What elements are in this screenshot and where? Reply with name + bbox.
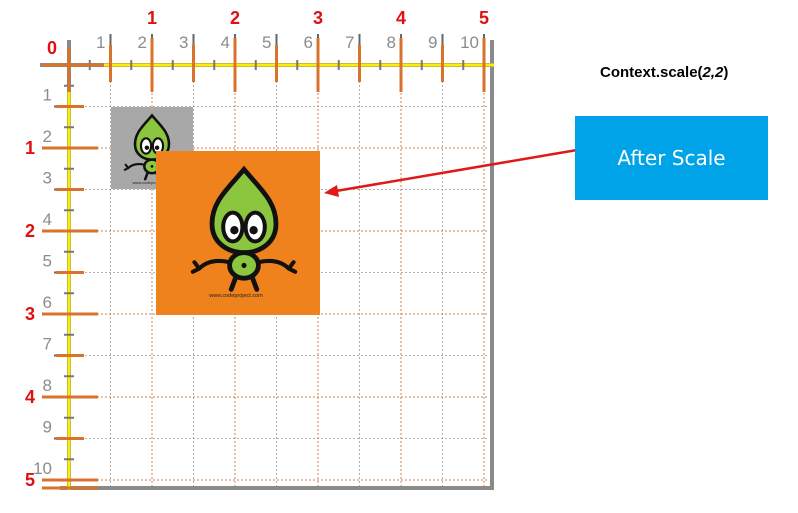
y-unscaled-label: 5: [43, 252, 52, 271]
y-unscaled-label: 1: [43, 86, 52, 105]
y-unscaled-label: 7: [43, 335, 52, 354]
y-scaled-label: 2: [25, 221, 35, 241]
after-scale-callout: After Scale: [575, 116, 768, 200]
grid-lines: [69, 65, 488, 488]
x-unscaled-label: 1: [96, 33, 105, 52]
x-unscaled-label: 8: [387, 33, 396, 52]
x-unscaled-label: 5: [262, 33, 271, 52]
y-scaled-label: 1: [25, 138, 35, 158]
scaled-image-caption: www.codeproject.com: [208, 293, 263, 299]
y-scaled-label: 4: [25, 387, 35, 407]
x-unscaled-label: 6: [304, 33, 313, 52]
y-unscaled-label: 2: [43, 127, 52, 146]
y-unscaled-label: 6: [43, 293, 52, 312]
scale-args: 2,2: [702, 64, 724, 81]
scaled-image: www.codeproject.com: [156, 151, 320, 315]
x-scaled-label: 2: [230, 8, 240, 28]
x-unscaled-label: 9: [428, 33, 437, 52]
x-unscaled-label: 2: [138, 33, 147, 52]
after-scale-label: After Scale: [617, 146, 726, 170]
y-scaled-label: 3: [25, 304, 35, 324]
y-unscaled-label: 9: [43, 418, 52, 437]
x-unscaled-label: 10: [460, 33, 479, 52]
x-unscaled-label: 4: [221, 33, 230, 52]
x-scaled-label: 5: [479, 8, 489, 28]
y-scaled-label: 5: [25, 470, 35, 490]
x-scaled-label: 1: [147, 8, 157, 28]
axes: [40, 34, 494, 490]
y-unscaled-label: 10: [33, 459, 52, 478]
origin-label: 0: [47, 38, 57, 58]
arrow: [324, 148, 578, 197]
y-unscaled-label: 8: [43, 376, 52, 395]
scale-call-title: Context.scale(2,2): [600, 64, 729, 81]
y-unscaled-label: 4: [43, 210, 52, 229]
x-scaled-label: 3: [313, 8, 323, 28]
x-unscaled-label: 3: [179, 33, 188, 52]
x-scaled-label: 4: [396, 8, 406, 28]
original-image-caption: www.codeproject.com: [133, 180, 173, 185]
x-unscaled-label: 7: [345, 33, 354, 52]
y-unscaled-label: 3: [43, 169, 52, 188]
